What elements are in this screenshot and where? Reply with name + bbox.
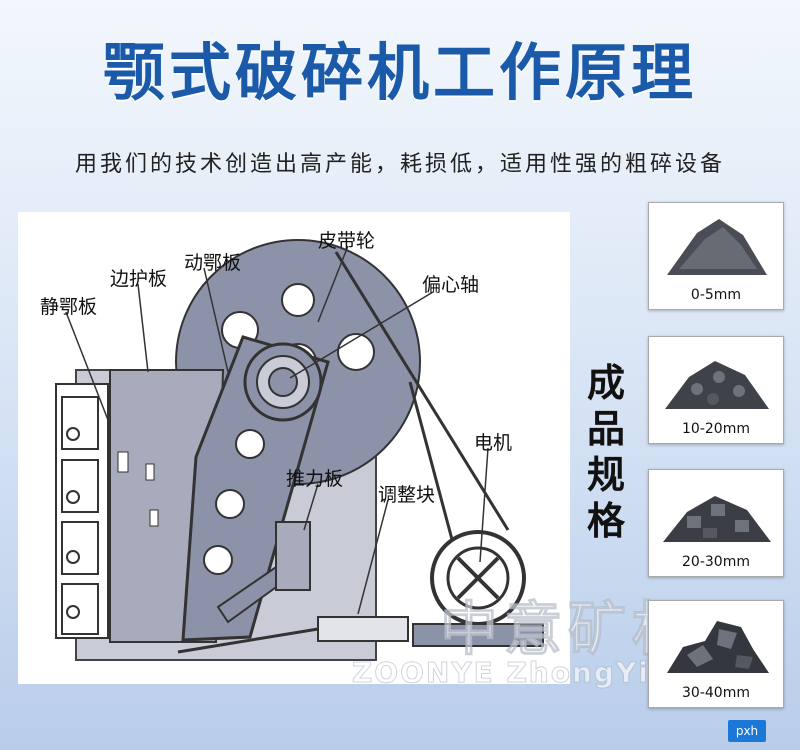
- crusher-diagram: 静鄂板 边护板 动鄂板 皮带轮 偏心轴 电机 推力板 调整块: [18, 212, 570, 684]
- label-moving-jaw: 动鄂板: [184, 252, 242, 274]
- crusher-illustration: [55, 239, 544, 661]
- label-side-guard: 边护板: [110, 268, 168, 290]
- spec-size: 10-20mm: [682, 421, 750, 437]
- spec-title: 成品规格: [586, 361, 625, 543]
- gravel-medium-image: [663, 496, 771, 542]
- spec-size: 20-30mm: [682, 554, 750, 570]
- spec-card-10-20: 10-20mm: [648, 336, 784, 444]
- page-subtitle: 用我们的技术创造出高产能，耗损低，适用性强的粗碎设备: [74, 152, 725, 177]
- spec-card-30-40: 30-40mm: [648, 600, 784, 708]
- corner-badge: pxh: [728, 720, 766, 742]
- spec-card-0-5: 0-5mm: [648, 202, 784, 310]
- spec-size: 0-5mm: [690, 287, 742, 303]
- page-title: 颚式破碎机工作原理: [102, 36, 697, 109]
- gravel-small-image: [665, 361, 769, 409]
- label-static-jaw: 静鄂板: [40, 296, 98, 318]
- label-motor: 电机: [474, 432, 513, 454]
- spec-size: 30-40mm: [682, 685, 750, 701]
- label-belt-wheel: 皮带轮: [318, 230, 376, 252]
- spec-card-20-30: 20-30mm: [648, 469, 784, 577]
- tension-spring: [317, 616, 409, 642]
- label-adjust-block: 调整块: [378, 484, 436, 506]
- label-eccentric-shaft: 偏心轴: [422, 274, 480, 296]
- motor-base: [412, 623, 544, 647]
- belt: [334, 251, 510, 531]
- label-toggle-plate: 推力板: [286, 468, 344, 490]
- gravel-large-image: [667, 621, 769, 673]
- adjust-block: [275, 521, 311, 591]
- gravel-fine-image: [667, 219, 767, 275]
